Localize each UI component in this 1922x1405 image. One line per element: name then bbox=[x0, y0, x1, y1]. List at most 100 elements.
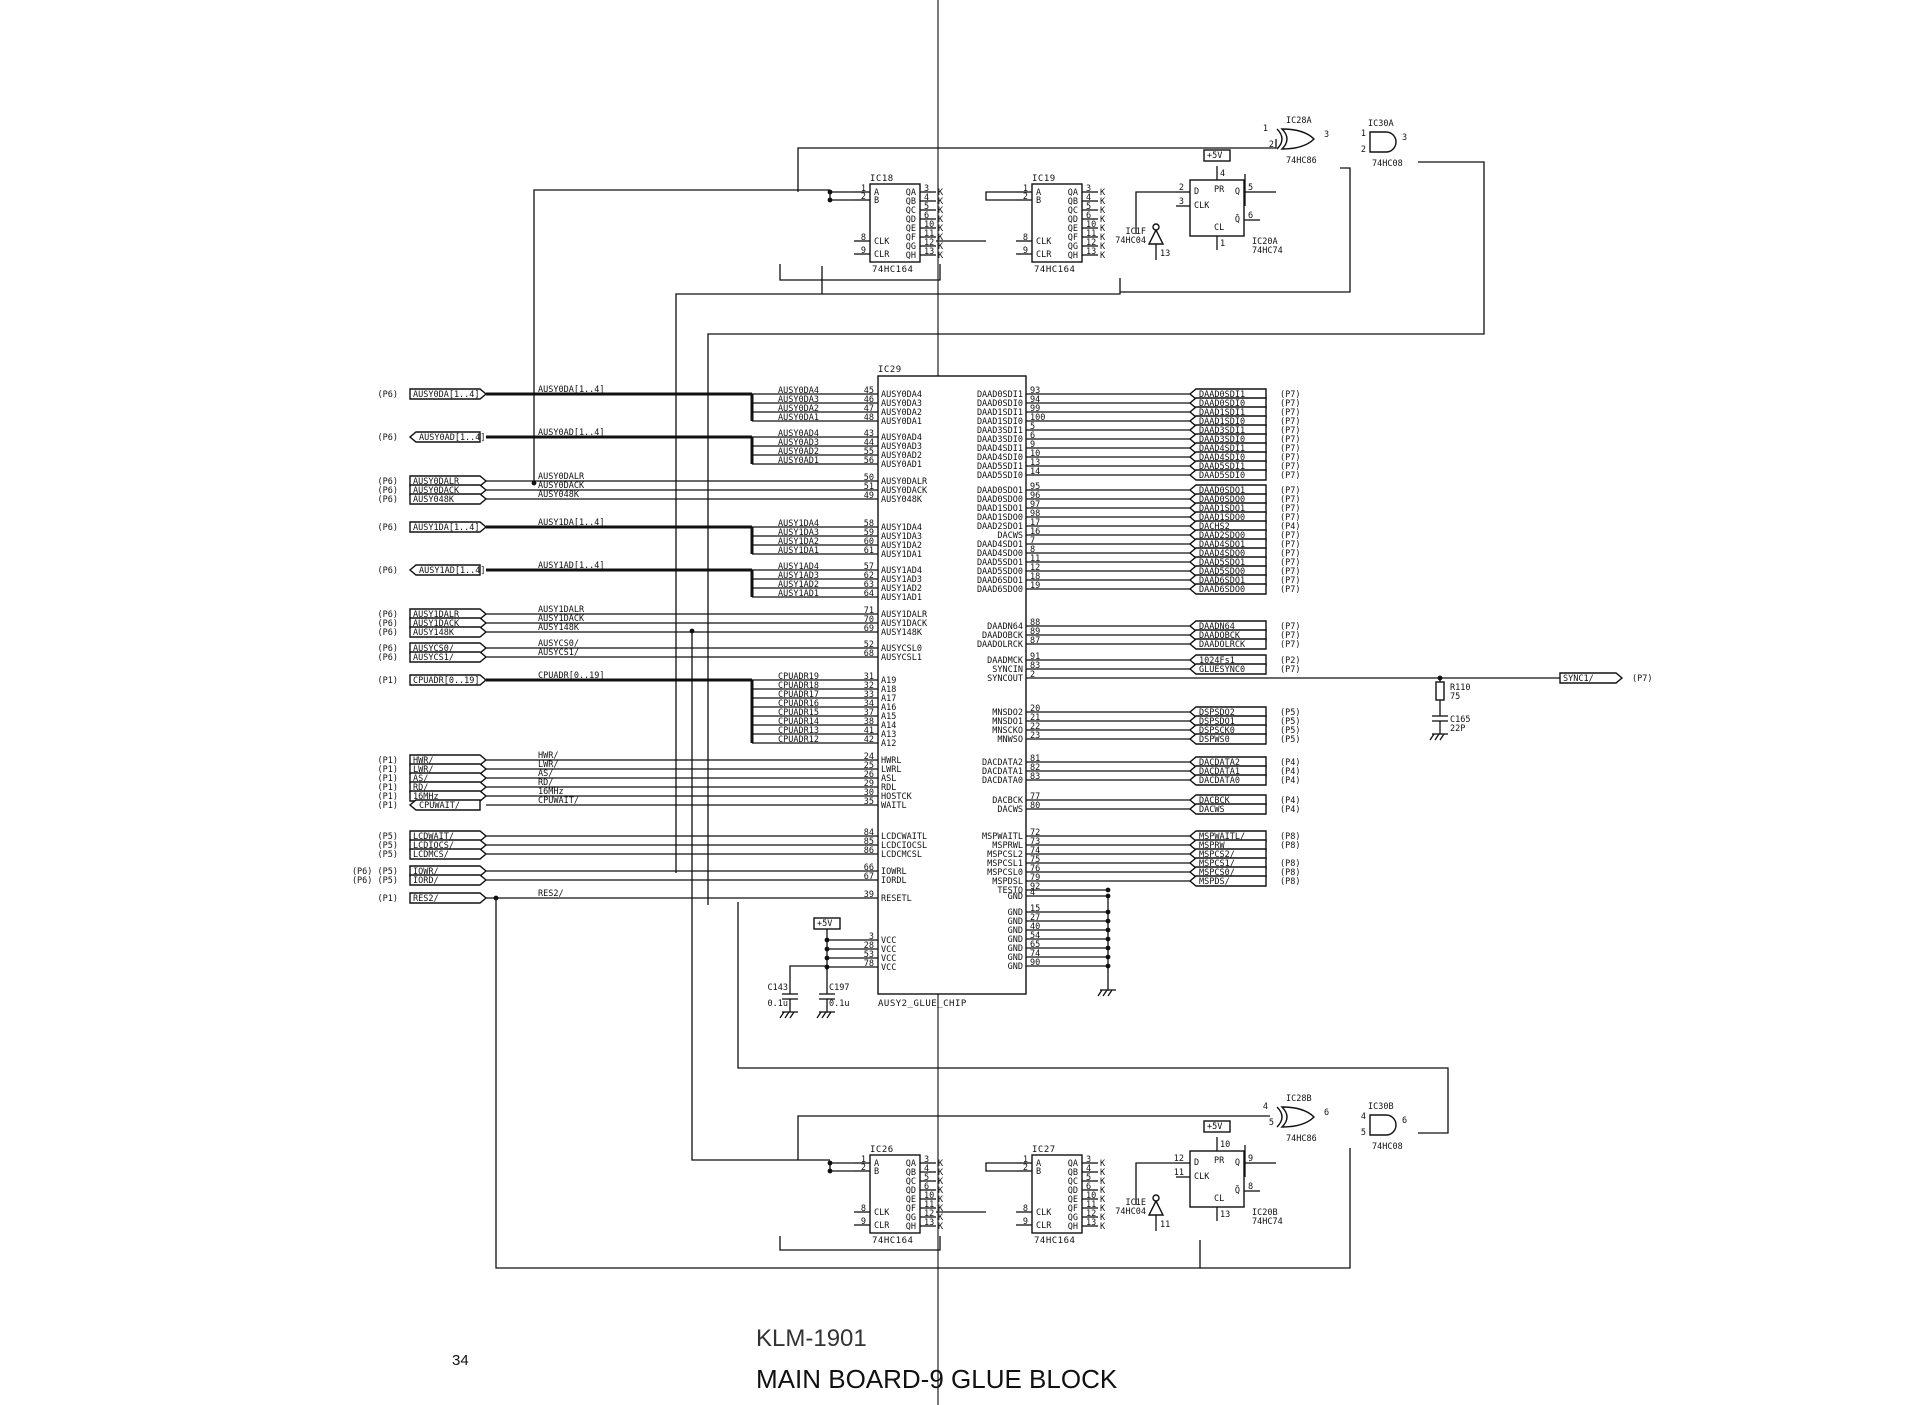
counter-body-ic26 bbox=[869, 1154, 921, 1234]
left-connector-4 bbox=[409, 493, 488, 505]
connector-page-ref: (P4) bbox=[1280, 776, 1300, 786]
ff-type: 74HC74 bbox=[1252, 1217, 1283, 1227]
ic29-pin-name: GND bbox=[1008, 953, 1023, 963]
offpage-connector-26 bbox=[1188, 663, 1267, 675]
sync-output-page-ref: (P7) bbox=[1632, 674, 1652, 684]
counter-pin-name: QD bbox=[1068, 1186, 1078, 1196]
ausy0dalr-clock-wire bbox=[533, 189, 830, 483]
connector-label: DSPWS0 bbox=[1199, 735, 1230, 745]
ic29-pin-name: IOWRL bbox=[881, 867, 907, 877]
connector-label: LCDMCS/ bbox=[413, 850, 449, 860]
connector-page-ref: (P6) bbox=[378, 610, 398, 620]
connector-label: AUSY148K bbox=[413, 628, 455, 638]
connector-label: AUSY0DACK bbox=[413, 486, 460, 496]
no-connect-mark: K bbox=[938, 1186, 944, 1196]
ic29-pin-number: 86 bbox=[864, 846, 874, 856]
junction-dot bbox=[1105, 927, 1111, 933]
counter-input-wire bbox=[829, 191, 854, 201]
inverter-type: 74HC04 bbox=[1115, 236, 1146, 246]
counter-pin-number: 6 bbox=[924, 211, 929, 221]
counter-pin-name: QG bbox=[1068, 1213, 1078, 1223]
connector-label: AUSYCS1/ bbox=[413, 653, 454, 663]
connector-page-ref: (P4) bbox=[1280, 522, 1300, 532]
counter-pin-number: 2 bbox=[1023, 192, 1028, 202]
connector-label: AUSY1DA[1..4] bbox=[413, 523, 480, 533]
net-label: CPUADR13 bbox=[778, 726, 819, 736]
ic29-pin-name: MSPCSL2 bbox=[987, 850, 1023, 860]
ic29-pin-name: DAAD1SDI1 bbox=[977, 408, 1023, 418]
inverter-bubble bbox=[1152, 1194, 1160, 1202]
gate-type: 74HC08 bbox=[1372, 159, 1403, 169]
ic29-pin-number: 73 bbox=[1030, 837, 1040, 847]
inverter-ref: IC1F bbox=[1126, 227, 1146, 237]
junction-dot bbox=[824, 937, 830, 943]
gate-type: 74HC86 bbox=[1286, 1134, 1317, 1144]
net-label: AUSY1DA[1..4] bbox=[538, 518, 605, 528]
ic29-pin-name: DACBCK bbox=[992, 796, 1024, 806]
no-connect-mark: K bbox=[938, 1213, 944, 1223]
counter-pin-name: QF bbox=[1068, 233, 1078, 243]
ff-pin-number: 8 bbox=[1248, 1182, 1253, 1192]
ff-pin-name: CL bbox=[1214, 1194, 1224, 1204]
ic29-pin-number: 46 bbox=[864, 395, 874, 405]
ic29-pin-name: DAAD4SDI1 bbox=[977, 444, 1023, 454]
xor-feedback-top bbox=[1120, 167, 1351, 293]
ic29-pin-name: DAADOLRCK bbox=[977, 640, 1024, 650]
inverter-ic1f bbox=[1147, 228, 1165, 245]
counter-pin-number: 4 bbox=[924, 1164, 929, 1174]
ic29-pin-name: AUSY148K bbox=[881, 628, 923, 638]
cap-value: 0.1u bbox=[829, 999, 849, 1009]
connector-page-ref: (P5) bbox=[378, 832, 398, 842]
ic29-pin-name: DAAD5SDO0 bbox=[977, 567, 1023, 577]
reset-wire bbox=[495, 898, 1201, 1269]
connector-label: DAAD3SDI1 bbox=[1199, 426, 1245, 436]
counter-pin-number: 9 bbox=[1023, 246, 1028, 256]
connector-label: DAAD4SDO0 bbox=[1199, 549, 1245, 559]
counter-pin-name: QB bbox=[1068, 197, 1078, 207]
counter-pin-name: QF bbox=[906, 233, 916, 243]
r110-body bbox=[1435, 681, 1445, 701]
ic29-pin-name: SYNCOUT bbox=[987, 674, 1023, 684]
ic29-pin-name: AUSY1DA3 bbox=[881, 532, 922, 542]
power-flag bbox=[1203, 149, 1231, 162]
and-output-wire-bottom bbox=[737, 902, 1449, 1134]
no-connect-mark: K bbox=[1100, 1168, 1106, 1178]
connector-label: DAAD6SDO0 bbox=[1199, 585, 1245, 595]
gate-pin-number: 5 bbox=[1361, 1128, 1366, 1138]
ic29-pin-number: 81 bbox=[1030, 754, 1040, 764]
connector-label: DAADOBCK bbox=[1199, 631, 1241, 641]
connector-page-ref: (P6) bbox=[378, 477, 398, 487]
ic29-pin-name: IORDL bbox=[881, 876, 907, 886]
ic29-pin-number: 90 bbox=[1030, 958, 1040, 968]
counter-type: 74HC164 bbox=[1034, 1236, 1075, 1246]
counter-pin-name: QE bbox=[906, 1195, 916, 1205]
counter-pin-number: 3 bbox=[1086, 1155, 1091, 1165]
left-connector-23 bbox=[409, 874, 488, 886]
ic29-pin-name: AUSY1DA4 bbox=[881, 523, 922, 533]
ic29-pin-name: HOSTCK bbox=[881, 792, 913, 802]
ic29-pin-number: 30 bbox=[864, 788, 874, 798]
ic29-pin-number: 34 bbox=[864, 699, 874, 709]
ic29-pin-name: RDL bbox=[881, 783, 896, 793]
counter-pin-number: 5 bbox=[1086, 1173, 1091, 1183]
ic29-pin-name: VCC bbox=[881, 936, 896, 946]
ff-pin-number: 11 bbox=[1174, 1168, 1184, 1178]
connector-page-ref: (P2) bbox=[1280, 656, 1300, 666]
gate-ref: IC30A bbox=[1368, 119, 1394, 129]
ff-pin-name: Q bbox=[1235, 187, 1240, 197]
left-connector-17 bbox=[409, 790, 488, 802]
ic29-pin-name: AUSY1DA1 bbox=[881, 550, 922, 560]
ic29-pin-name: MSPRWL bbox=[992, 841, 1023, 851]
counter-pin-number: 9 bbox=[1023, 1217, 1028, 1227]
ic29-pin-name: A19 bbox=[881, 676, 896, 686]
ic29-pin-number: 8 bbox=[1030, 545, 1035, 555]
counter-pin-number: 10 bbox=[924, 1191, 934, 1201]
ic29-pin-name: DAAD3SDI0 bbox=[977, 435, 1023, 445]
ic29-pin-name: MSPWAITL bbox=[982, 832, 1023, 842]
offpage-connector-42 bbox=[1188, 875, 1267, 887]
net-label: AUSY0AD4 bbox=[778, 429, 819, 439]
counter-pin-number: 1 bbox=[861, 1155, 866, 1165]
counter-pin-name: QA bbox=[1068, 188, 1078, 198]
counter-pin-name: QE bbox=[906, 224, 916, 234]
ic29-pin-number: 80 bbox=[1030, 801, 1040, 811]
